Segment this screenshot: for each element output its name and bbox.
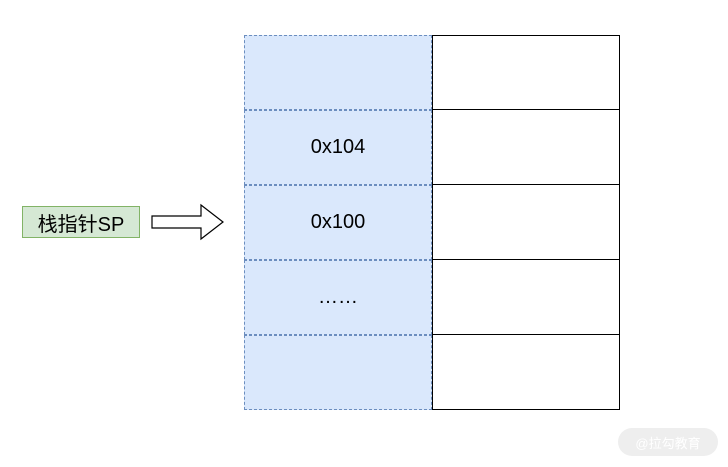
stack-row: …… <box>244 260 620 335</box>
address-cell: 0x104 <box>244 110 432 185</box>
stack-row: 0x100 <box>244 185 620 260</box>
watermark-badge: @拉勾教育 <box>618 428 718 456</box>
address-cell <box>244 335 432 410</box>
address-cell: …… <box>244 260 432 335</box>
address-cell <box>244 35 432 110</box>
hollow-right-arrow-icon <box>151 203 224 241</box>
stack-memory-table: 0x104 0x100 …… <box>244 35 620 410</box>
value-cell <box>432 110 620 185</box>
stack-pointer-label: 栈指针SP <box>22 206 140 238</box>
value-cell <box>432 335 620 410</box>
value-cell <box>432 185 620 260</box>
stack-row: 0x104 <box>244 110 620 185</box>
value-cell <box>432 260 620 335</box>
stack-row <box>244 335 620 410</box>
address-cell: 0x100 <box>244 185 432 260</box>
stack-row <box>244 35 620 110</box>
value-cell <box>432 35 620 110</box>
